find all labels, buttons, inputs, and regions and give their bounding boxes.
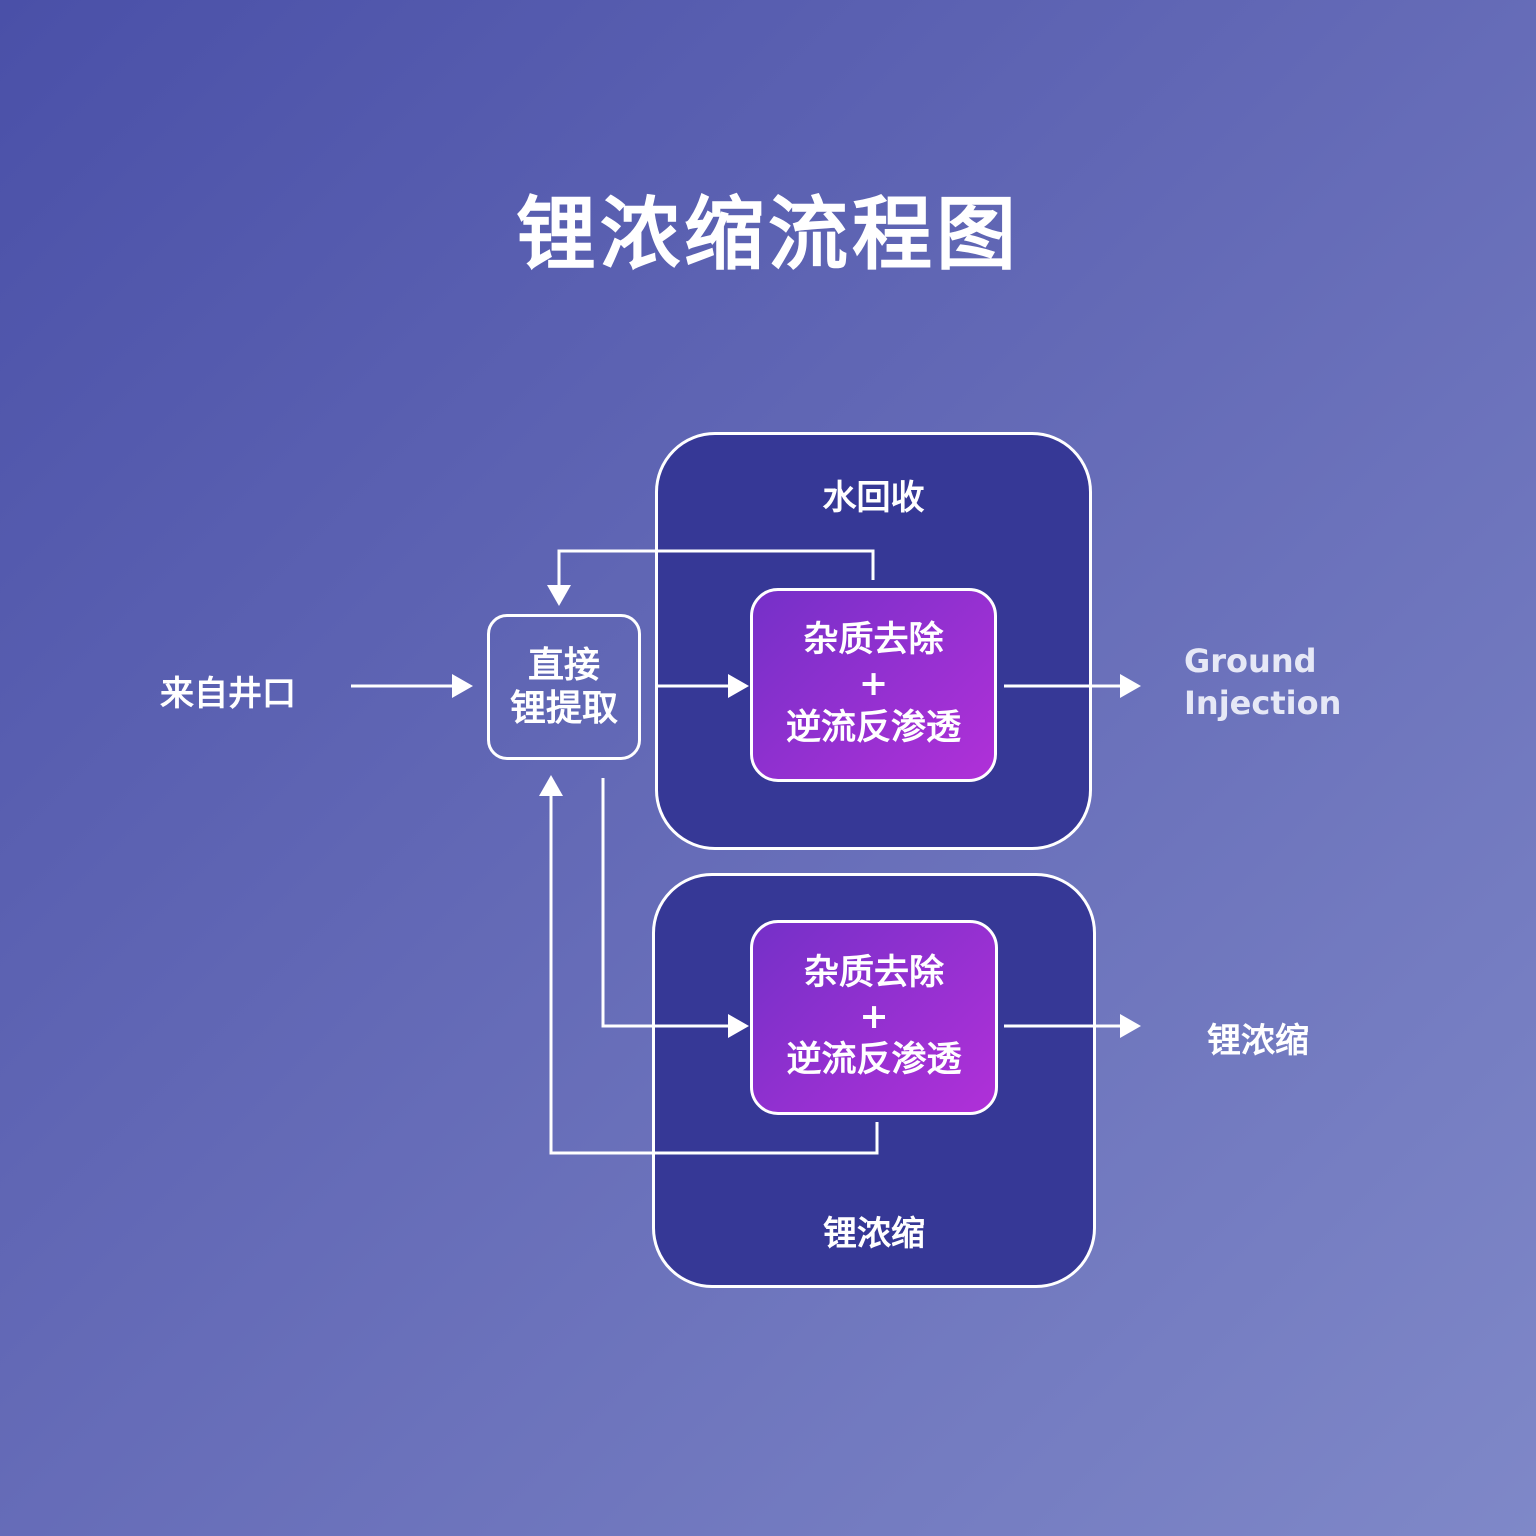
- process-plus: +: [858, 664, 889, 705]
- source-label: 来自井口: [160, 674, 296, 714]
- process-line-2: 逆流反渗透: [785, 707, 961, 748]
- ground-injection-label: Ground Injection: [1184, 641, 1341, 724]
- extraction-line-2: 锂提取: [509, 688, 618, 729]
- process-line-1: 杂质去除: [803, 620, 944, 661]
- lithium-concentration-label: 锂浓缩: [823, 1214, 925, 1254]
- process-line-2: 逆流反渗透: [786, 1040, 962, 1081]
- lithium-concentration-process: 杂质去除 + 逆流反渗透: [750, 920, 998, 1115]
- ground-injection-line-2: Injection: [1184, 683, 1342, 722]
- water-recovery-process: 杂质去除 + 逆流反渗透: [750, 588, 997, 782]
- process-line-1: 杂质去除: [803, 952, 944, 993]
- page-title: 锂浓缩流程图: [516, 188, 1020, 281]
- arrow-extraction-to-lithium-process: [601, 778, 749, 1038]
- direct-lithium-extraction-box: 直接 锂提取: [487, 614, 641, 760]
- process-plus: +: [859, 996, 889, 1037]
- arrow-water-recycle: [547, 549, 875, 606]
- ground-injection-line-1: Ground: [1184, 642, 1317, 680]
- extraction-line-1: 直接: [527, 644, 600, 686]
- water-recovery-label: 水回收: [822, 478, 925, 518]
- lithium-output-label: 锂浓缩: [1207, 1021, 1309, 1061]
- arrow-lithium-recycle: [539, 775, 879, 1155]
